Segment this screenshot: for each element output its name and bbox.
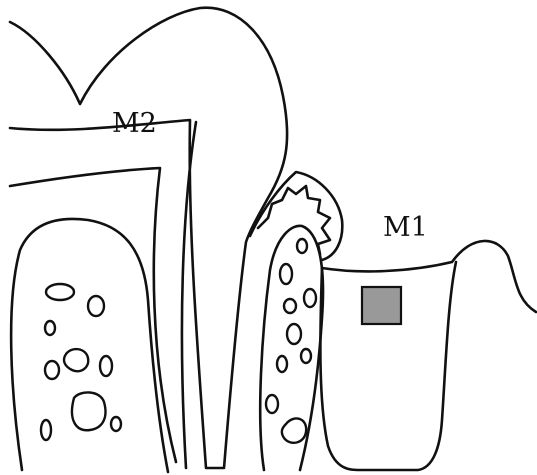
marrow-space: [111, 417, 121, 431]
label-m2: M2: [112, 108, 157, 139]
marrow-space: [266, 395, 278, 413]
m2-tooth-outline: [10, 8, 287, 468]
label-m1: M1: [383, 212, 428, 243]
marrow-space: [72, 392, 105, 430]
marrow-space: [64, 349, 88, 371]
marrow-space: [301, 349, 311, 363]
marrow-space: [282, 418, 306, 442]
m1-tooth-outline: [322, 241, 536, 312]
m1-marker-square: [362, 287, 401, 324]
marrow-space: [280, 264, 292, 284]
marrow-space: [88, 296, 104, 316]
marrow-space: [297, 239, 307, 253]
marrow-space: [46, 284, 74, 300]
marrow-space: [277, 356, 287, 372]
marrow-space: [287, 324, 301, 344]
marrow-space: [45, 361, 59, 379]
marrow-space: [45, 321, 55, 335]
marrow-space: [284, 299, 296, 313]
alveolar-bone-left: [11, 219, 168, 472]
marrow-space: [41, 420, 51, 440]
marrow-space: [304, 289, 316, 307]
marrow-space: [100, 356, 112, 376]
